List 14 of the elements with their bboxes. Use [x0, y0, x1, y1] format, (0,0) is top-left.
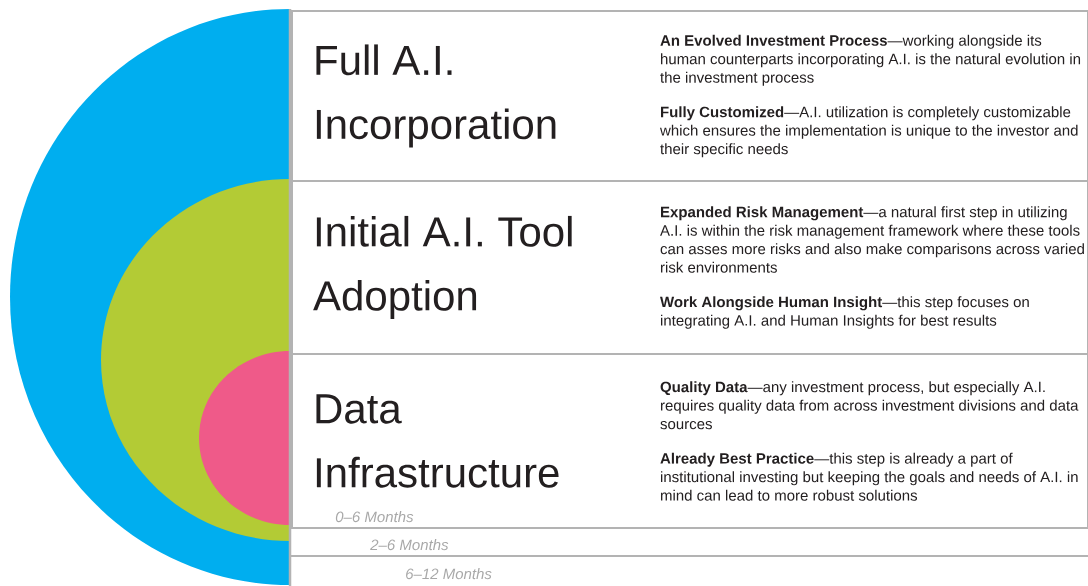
stage-heading: Initial A.I. Tool Adoption	[313, 215, 572, 320]
description-text: Fully Customized—A.I. utilization is completely customizable which ensures the implementation is unique to the investor and their specific needs	[660, 106, 1078, 158]
timeframe-label: 6–12 Months	[406, 568, 492, 580]
description-text: An Evolved Investment Process—working alongside its human counterparts incorporating A.I. is the natural evolution in the investment process	[660, 34, 1081, 86]
stage-row	[291, 180, 1088, 355]
stage-row	[291, 353, 1088, 529]
description-text: Work Alongside Human Insight—this step focuses on integrating A.I. and Human Insights for best results	[660, 296, 1029, 329]
description-text: Already Best Practice—this step is already a part of institutional investing but keeping the goals and needs of A.I. in mind can lead to more robust solutions	[660, 452, 1078, 501]
timeframe-label: 0–6 Months	[335, 511, 414, 523]
description-text: Quality Data—any investment process, but especially A.I. requires quality data from across investment divisions and data sources	[660, 381, 1079, 430]
stage-heading: Data Infrastructure	[316, 394, 559, 488]
stage-heading: Full A.I. Incorporation	[316, 44, 556, 148]
stage-row	[291, 10, 1088, 182]
description-text: Expanded Risk Management—a natural first step in utilizing A.I. is within the risk management framework where these tools can asses more risks and also make comparisons across varied risk environments	[660, 206, 1084, 273]
